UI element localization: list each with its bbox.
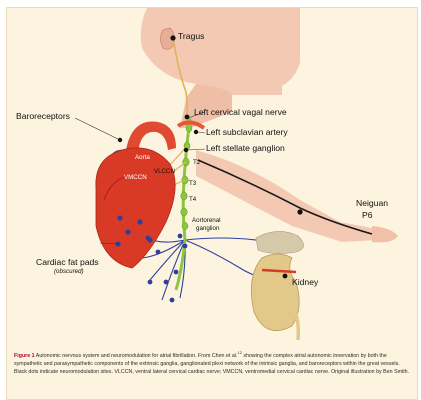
heart-body	[95, 147, 176, 269]
vagal-nerve-path	[172, 36, 189, 119]
median-nerve-line	[197, 159, 373, 235]
label-aortorenal: Aortorenal	[192, 217, 221, 224]
ureter	[288, 299, 301, 341]
subclavian-artery	[176, 120, 206, 130]
label-left-stellate-ganglion: Left stellate ganglion	[206, 143, 285, 153]
label-obscured: (obscured)	[54, 268, 84, 275]
ear-shape	[160, 27, 175, 50]
label-p6: P6	[362, 210, 373, 220]
label-vmccn: VMCCN	[124, 174, 147, 181]
label-vlccn: VLCCN	[154, 168, 175, 175]
neck-silhouette	[180, 84, 232, 128]
renal-artery	[261, 268, 297, 274]
caption-figure-label: Figure 1	[14, 352, 35, 359]
label-tragus: Tragus	[178, 31, 205, 41]
label-baroreceptors: Baroreceptors	[16, 111, 70, 121]
arm-shape	[196, 150, 379, 242]
caption-text-before-ref: Autonomic nervous system and neuromodula…	[34, 352, 238, 359]
label-t3: T3	[189, 180, 197, 187]
label-t4: T4	[189, 196, 197, 203]
adrenal-gland	[255, 231, 304, 254]
hand-shape	[372, 226, 398, 243]
label-left-cervical-vagal-nerve: Left cervical vagal nerve	[194, 107, 287, 117]
label-left-subclavian-artery: Left subclavian artery	[206, 127, 288, 137]
leader-lines	[74, 111, 206, 245]
label-kidney: Kidney	[292, 277, 319, 287]
kidney-shape	[250, 253, 300, 331]
label-neiguan: Neiguan	[356, 198, 389, 208]
figure-caption: Figure 1 Autonomic nervous system and ne…	[14, 349, 412, 376]
aorta-arch	[126, 121, 176, 154]
heart-shading	[103, 175, 131, 201]
fat-pad-dots	[115, 215, 188, 303]
label-aorta: Aorta	[135, 154, 150, 161]
label-t2: T2	[193, 159, 201, 166]
head-silhouette	[140, 8, 300, 118]
caption-reference: 12	[237, 350, 242, 355]
label-cardiac-fat-pads: Cardiac fat pads	[36, 257, 99, 267]
label-ganglion: ganglion	[196, 225, 220, 232]
caption-text-after-ref: showing the complex atrial autonomic inn…	[14, 352, 410, 375]
